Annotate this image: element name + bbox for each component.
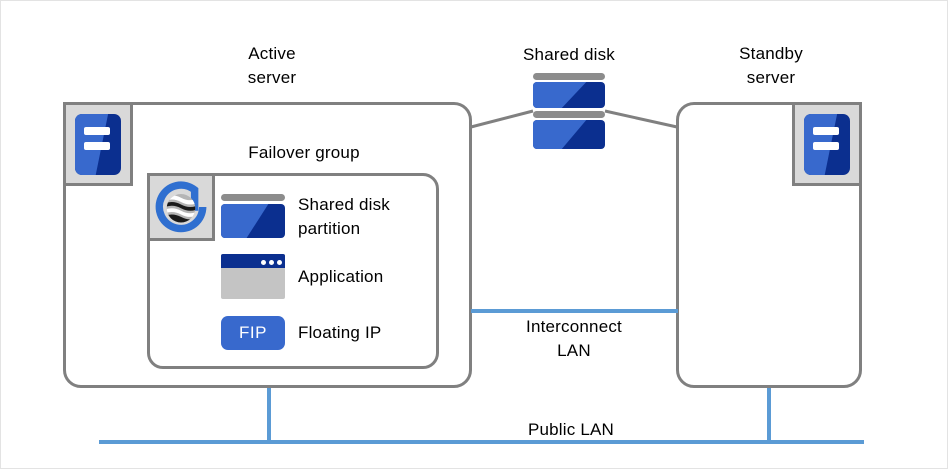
public-lan-line <box>99 440 864 444</box>
shared-disk-label: Shared disk <box>523 45 615 64</box>
fip-badge-icon: FIP <box>221 316 285 350</box>
standby-to-disk-line <box>604 109 678 129</box>
standby-server-box <box>676 102 862 388</box>
shared-disk-partition-label: Shared disk partition <box>298 195 390 238</box>
public-lan-label: Public LAN <box>527 420 615 439</box>
interconnect-lan-label: Interconnect LAN <box>526 317 622 360</box>
server-icon <box>804 114 850 175</box>
application-window-icon <box>221 254 285 299</box>
application-label: Application <box>298 267 384 286</box>
cluster-logo-plate <box>147 173 215 241</box>
disk-stack-icon <box>533 73 605 149</box>
interconnect-lan-line <box>471 309 678 313</box>
floating-ip-label: Floating IP <box>298 323 382 342</box>
active-public-lan-drop <box>267 388 271 442</box>
failover-group-box <box>147 173 439 369</box>
standby-server-icon-plate <box>792 102 862 186</box>
active-server-label: Active server <box>247 44 297 87</box>
active-to-disk-line <box>470 109 534 129</box>
cluster-globe-g-icon <box>155 181 207 233</box>
disk-partition-icon <box>221 194 285 238</box>
active-server-icon-plate <box>63 102 133 186</box>
active-server-box <box>63 102 472 388</box>
standby-server-label: Standby server <box>739 44 803 87</box>
failover-group-label: Failover group <box>248 143 360 162</box>
server-icon <box>75 114 121 175</box>
standby-public-lan-drop <box>767 388 771 442</box>
